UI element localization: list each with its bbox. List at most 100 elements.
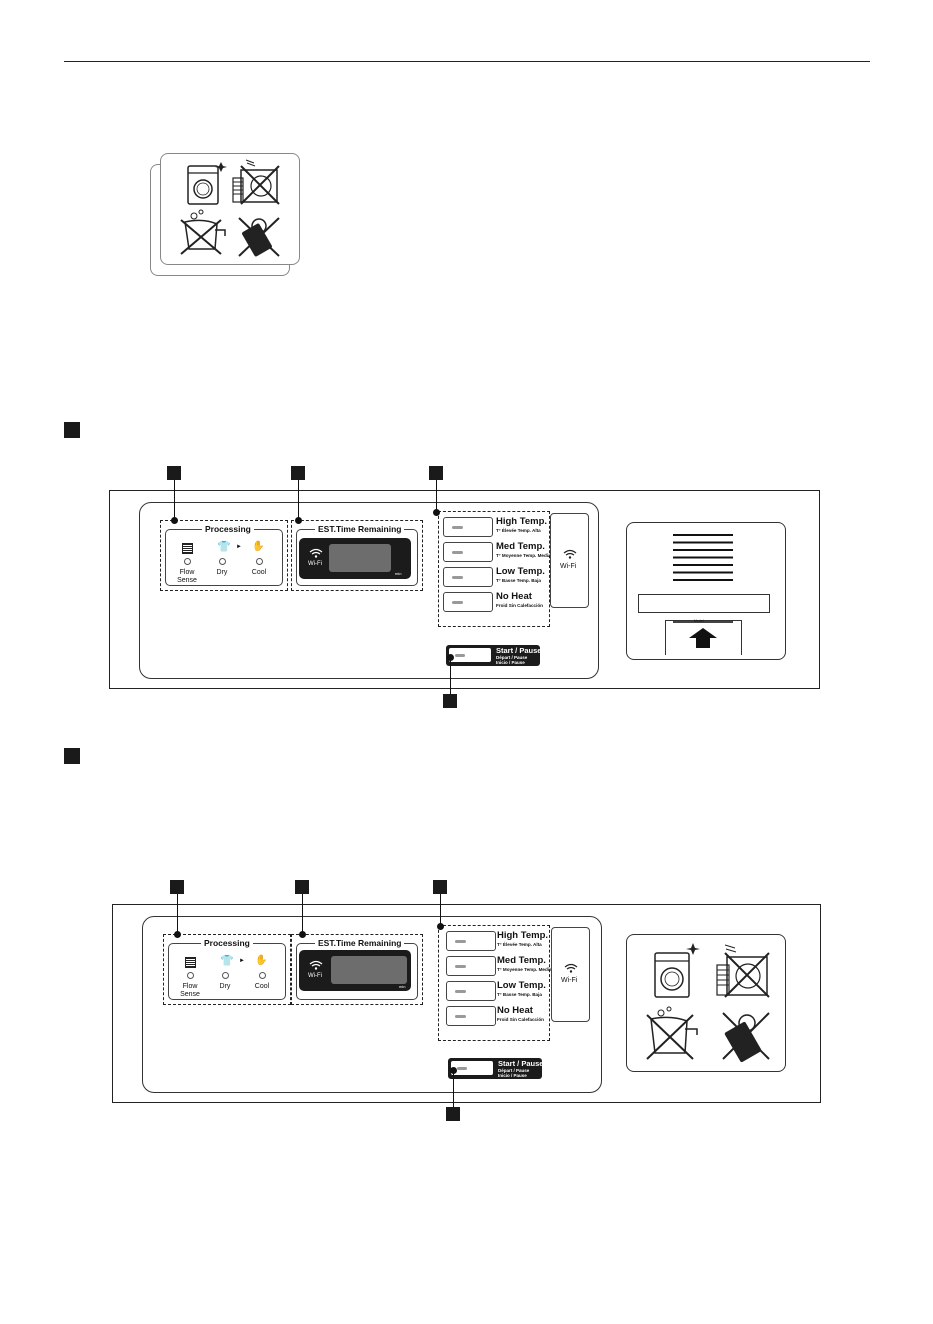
time-display: Wi-Fi min (299, 950, 411, 991)
est-time-title: EST.Time Remaining (315, 938, 405, 948)
display-window (329, 544, 391, 572)
warning-label (160, 153, 300, 265)
est-time-group-outline (291, 520, 423, 591)
start-pause-label: Start / Pause (498, 1059, 544, 1068)
display-wifi-label: Wi-Fi (308, 973, 322, 979)
temperature-options-outline (438, 925, 550, 1041)
start-pause-button[interactable]: Start / Pause Départ / Pause Inicio / Pa… (448, 1058, 544, 1079)
low-temp-button[interactable] (446, 981, 496, 1001)
min-label: min (399, 984, 406, 989)
flow-sense-icon (185, 957, 196, 968)
med-temp-label: Med Temp.T° Moyenne Temp. Media (496, 541, 551, 558)
callout-1c-leader (436, 480, 437, 512)
flow-sense-label: Flow Sense (180, 983, 200, 998)
start-pause-button[interactable]: Start / Pause Départ / Pause Inicio / Pa… (446, 645, 542, 666)
processing-box (168, 943, 286, 1000)
cool-led (259, 972, 266, 979)
start-pause-sub1: Départ / Pause (496, 655, 528, 660)
callout-1b-leader (298, 480, 299, 520)
control-panel-2: Processing 👕 ► ✋ Flow Sense Dry Cool EST… (112, 904, 821, 1103)
callout-2b-leader (302, 894, 303, 934)
processing-title: Processing (202, 524, 254, 534)
control-area (142, 916, 602, 1093)
callout-1a-leader (174, 480, 175, 520)
dry-led (222, 972, 229, 979)
no-towel-dryer-icon (232, 159, 280, 205)
wifi-button[interactable]: Wi-Fi (550, 513, 589, 608)
callout-1b (291, 466, 305, 480)
wifi-icon (309, 548, 323, 558)
top-rule (64, 61, 870, 62)
callout-2a-dot (174, 931, 181, 938)
processing-group-outline (163, 934, 291, 1005)
no-heat-button[interactable] (443, 592, 493, 612)
dry-led (219, 558, 226, 565)
start-pause-sub2: Inicio / Pause (498, 1073, 527, 1078)
start-button-face (451, 1061, 493, 1075)
start-pause-label: Start / Pause (496, 646, 542, 655)
callout-2d (446, 1107, 460, 1121)
cool-label: Cool (254, 983, 270, 990)
med-temp-button[interactable] (446, 956, 496, 976)
callout-2c (433, 880, 447, 894)
flow-sense-icon (182, 543, 193, 554)
dryer-sparkle-icon (654, 943, 700, 998)
wifi-button[interactable]: Wi-Fi (551, 927, 590, 1022)
wifi-icon (563, 549, 577, 559)
high-temp-button[interactable] (446, 931, 496, 951)
min-label: min (395, 571, 402, 576)
arrow-icon: ► (236, 544, 242, 550)
wifi-label: Wi-Fi (561, 977, 578, 984)
high-temp-button[interactable] (443, 517, 493, 537)
callout-2d-leader (453, 1071, 454, 1107)
no-heat-water-icon (646, 1006, 698, 1060)
no-phone-icon (238, 217, 280, 257)
callout-1c-dot (433, 509, 440, 516)
flow-sense-label: Flow Sense (177, 569, 197, 584)
callout-2c-dot (437, 923, 444, 930)
no-phone-icon (722, 1012, 770, 1062)
low-temp-button[interactable] (443, 567, 493, 587)
callout-2d-dot (450, 1067, 457, 1074)
low-temp-label: Low Temp.T° Basse Temp. Baja (496, 566, 545, 583)
cool-hand-icon: ✋ (252, 541, 265, 552)
callout-2a (170, 880, 184, 894)
warning-card (626, 934, 786, 1072)
shirt-dry-icon: 👕 (217, 541, 231, 553)
arrow-icon: ► (239, 958, 245, 964)
section-marker-2 (64, 748, 80, 764)
callout-1c (429, 466, 443, 480)
no-heat-water-icon (180, 209, 226, 255)
section-marker-1 (64, 422, 80, 438)
start-button-face (449, 648, 491, 662)
med-temp-button[interactable] (443, 542, 493, 562)
processing-title: Processing (201, 938, 253, 948)
start-pause-sub1: Départ / Pause (498, 1068, 530, 1073)
low-temp-label: Low Temp.T° Basse Temp. Baja (497, 980, 546, 997)
display-window (331, 956, 407, 984)
insert-arrow-icon (689, 628, 717, 648)
flow-sense-led (184, 558, 191, 565)
callout-2a-leader (177, 894, 178, 934)
callout-1d-leader (450, 658, 451, 694)
display-wifi-label: Wi-Fi (308, 561, 322, 567)
med-temp-label: Med Temp.T° Moyenne Temp. Media (497, 955, 552, 972)
cool-led (256, 558, 263, 565)
dry-label: Dry (216, 569, 228, 576)
no-heat-button[interactable] (446, 1006, 496, 1026)
processing-group-outline (160, 520, 288, 591)
flow-sense-led (187, 972, 194, 979)
time-display: Wi-Fi min (299, 538, 411, 579)
est-time-group-outline (291, 934, 423, 1005)
wifi-label: Wi-Fi (560, 563, 577, 570)
no-towel-dryer-icon (716, 944, 770, 998)
cool-label: Cool (251, 569, 267, 576)
callout-1b-dot (295, 517, 302, 524)
model-field (638, 594, 770, 613)
callout-2c-leader (440, 894, 441, 926)
est-time-title: EST.Time Remaining (315, 524, 405, 534)
start-pause-sub2: Inicio / Pause (496, 660, 525, 665)
wifi-icon (564, 963, 578, 973)
